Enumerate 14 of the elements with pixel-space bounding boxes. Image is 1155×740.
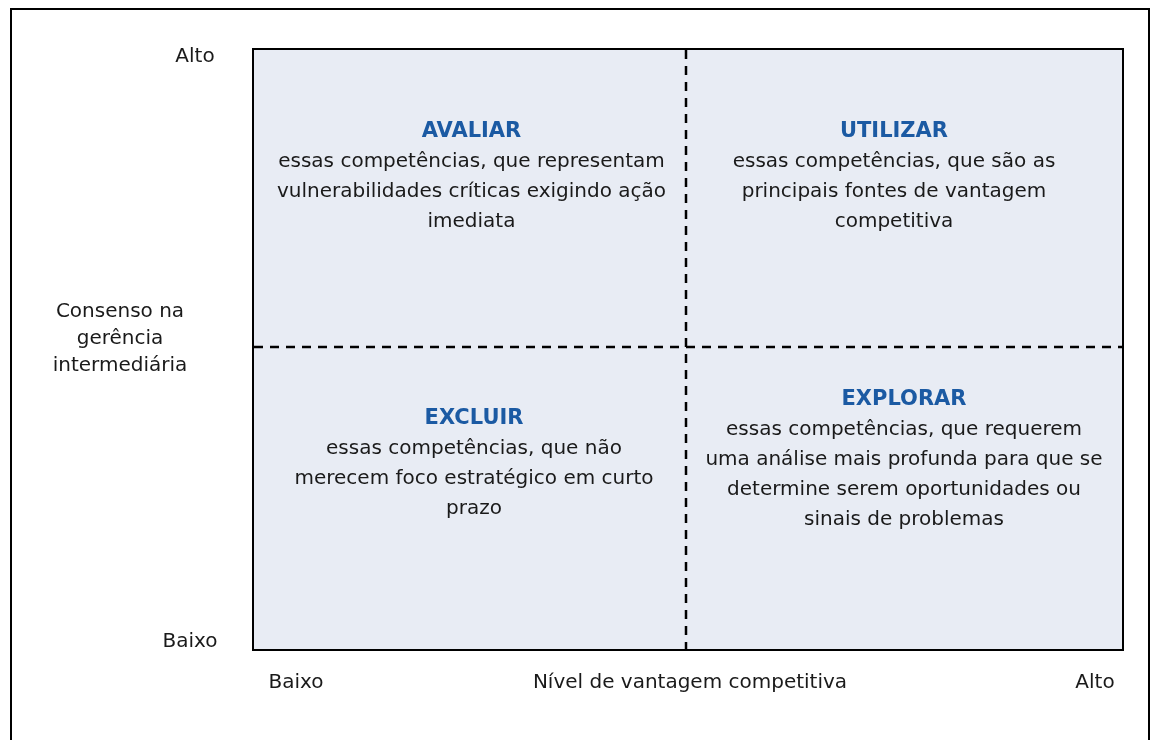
quadrant-heading: UTILIZAR xyxy=(839,117,948,144)
axis-label: Alto xyxy=(174,42,216,69)
axis-label: Alto xyxy=(1074,668,1116,695)
quadrant-text: essas competências, que não merecem foco estratégico em curto prazo xyxy=(294,434,654,521)
quadrant-text: essas competências, que requerem uma análise mais profunda para que se determine serem oportunidades ou sinais de problemas xyxy=(704,415,1104,532)
quadrant-heading: AVALIAR xyxy=(421,117,522,144)
axis-label: Baixo xyxy=(161,627,219,654)
quadrant-heading: EXCLUIR xyxy=(424,404,524,431)
quadrant-text: essas competências, que são as principais fontes de vantagem competitiva xyxy=(731,147,1057,234)
quadrant-text: essas competências, que representam vulnerabilidades críticas exigindo ação imediata xyxy=(275,147,668,234)
axis-title: Consenso na gerência intermediária xyxy=(51,297,189,378)
quadrant-heading: EXPLORAR xyxy=(841,385,967,412)
axis-title: Nível de vantagem competitiva xyxy=(531,668,849,695)
axis-label: Baixo xyxy=(267,668,325,695)
